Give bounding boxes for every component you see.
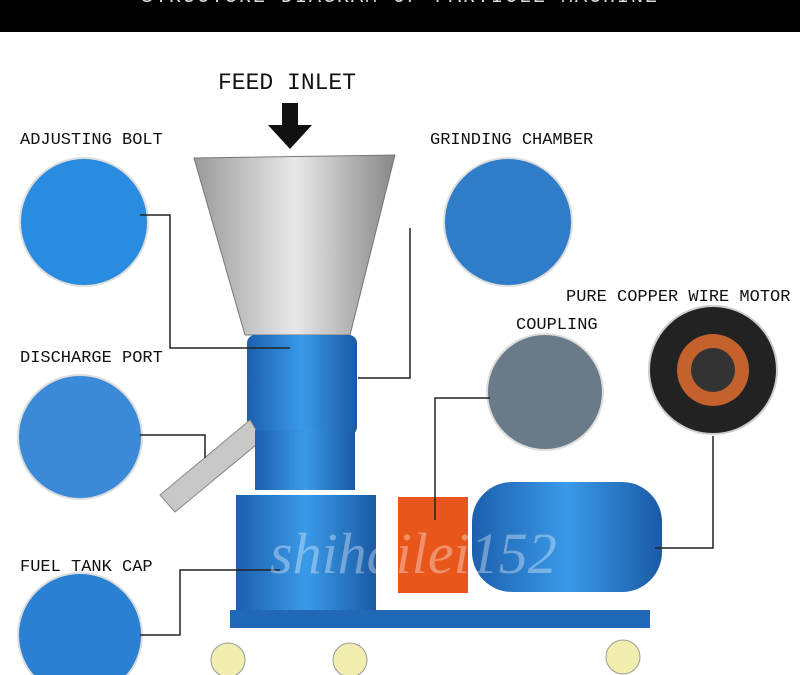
- detail-grinding-chamber: [443, 157, 573, 287]
- header-title: STRUCTURE DIAGRAM OF PARTICLE MACHINE: [0, 0, 800, 9]
- leader-lines: [140, 214, 714, 636]
- label-adjusting-bolt: ADJUSTING BOLT: [20, 131, 163, 150]
- label-coupling: COUPLING: [516, 316, 598, 335]
- wheel: [210, 642, 246, 675]
- coupling-box: [398, 497, 468, 593]
- detail-fuel-tank-cap: [17, 572, 143, 675]
- detail-adjusting-bolt: [19, 157, 149, 287]
- label-fuel-tank-cap: FUEL TANK CAP: [20, 558, 153, 577]
- wheel: [332, 642, 368, 675]
- header-banner: STRUCTURE DIAGRAM OF PARTICLE MACHINE: [0, 0, 800, 32]
- base-column: [236, 495, 376, 625]
- hopper: [193, 154, 396, 336]
- motor: [472, 482, 662, 592]
- label-discharge-port: DISCHARGE PORT: [20, 349, 163, 368]
- wheel: [605, 639, 641, 675]
- detail-coupling: [486, 333, 604, 451]
- pellet-die-housing: [247, 335, 357, 435]
- label-feed-inlet: FEED INLET: [218, 70, 357, 96]
- label-grinding-chamber: GRINDING CHAMBER: [430, 131, 594, 150]
- gearbox: [255, 430, 355, 490]
- watermark: shihailei152: [270, 521, 557, 586]
- detail-discharge-port: [17, 374, 143, 500]
- frame-rail: [230, 610, 650, 628]
- label-pure-copper-wire-motor: PURE COPPER WIRE MOTOR: [566, 288, 791, 307]
- arrow-down-icon: [268, 103, 312, 149]
